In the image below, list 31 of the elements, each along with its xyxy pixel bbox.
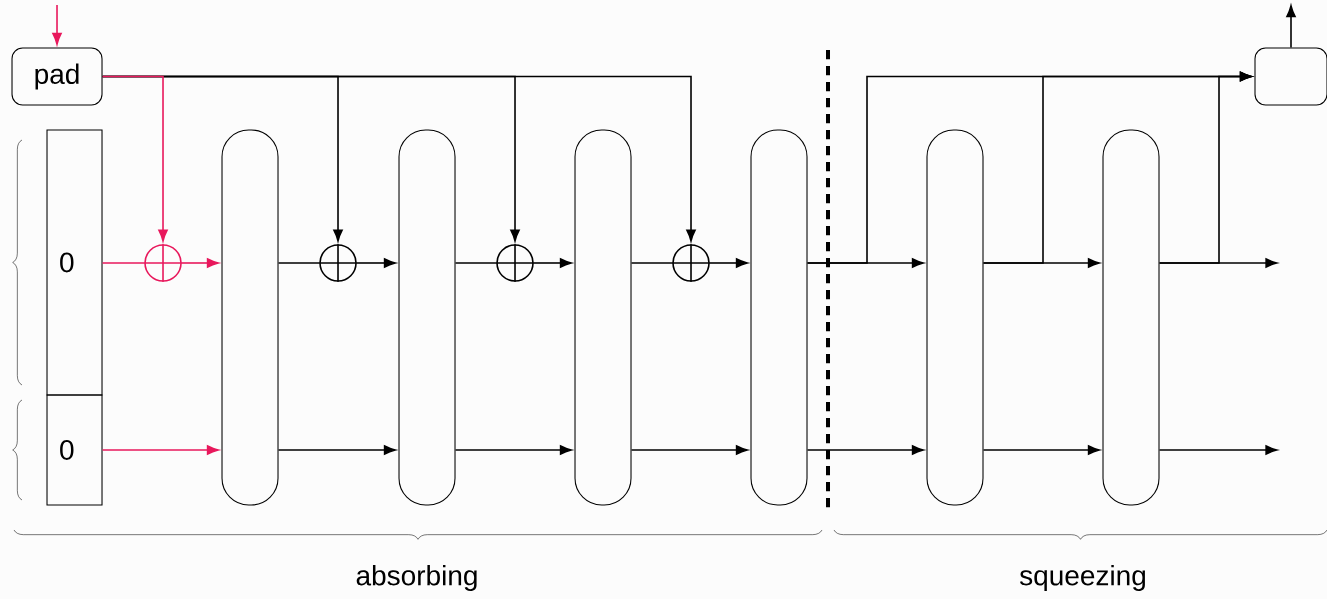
section-label: squeezing [1019,564,1145,592]
arrow [454,445,572,455]
arrow [1158,445,1278,455]
permutation-box [574,129,632,506]
arrow [181,258,219,268]
arrow [101,445,219,455]
state-cell: 0 [46,129,103,396]
permutation-box [750,129,808,506]
state-cell: 0 [46,394,103,506]
section-label: absorbing [356,564,477,592]
rounded-box: pad [11,47,103,106]
xor-symbol [143,243,183,283]
permutation-box [221,129,279,506]
permutation-box [926,129,984,506]
arrow [709,258,748,268]
arrow [982,445,1100,455]
arrow [533,258,572,268]
arrow [277,445,396,455]
arrow [1158,71,1252,264]
xor-symbol [495,243,535,283]
arrow [52,4,62,45]
permutation-box [1102,129,1160,506]
arrow [630,445,748,455]
rounded-box [1254,47,1327,106]
xor-symbol [318,243,358,283]
xor-symbol [671,243,711,283]
permutation-box [398,129,456,506]
arrow [1286,5,1296,49]
arrow [101,75,168,242]
arrow [806,445,924,455]
arrow [356,258,396,268]
